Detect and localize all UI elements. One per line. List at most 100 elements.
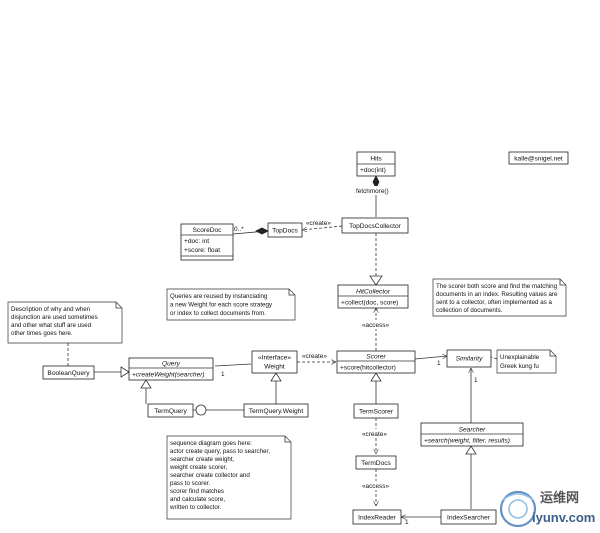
note-disjunction-line-4: other times goes here. (11, 330, 73, 337)
inner-class-circle (195, 404, 207, 416)
class-query: Query +createWeight(searcher) (128, 357, 214, 381)
note-sequence-line-1: sequence diagram goes here: (170, 440, 252, 447)
connectors: fetchmore() «create» 0..* «access» «crea… (67, 175, 498, 526)
note-sequence-line-4: weight create scorer, (169, 464, 227, 471)
class-searcher: Searcher +search(weight, filter, results… (420, 422, 524, 447)
class-hitcollector: HitCollector +collect(doc, score) (337, 284, 409, 309)
topdocscollector-name: TopDocsCollector (349, 223, 401, 230)
termqueryweight-name: TermQuery.Weight (249, 408, 304, 415)
note-sequence-line-5: searcher create collector and (170, 472, 250, 479)
class-indexreader: IndexReader (352, 509, 402, 525)
create-termdocs-bg (360, 429, 392, 438)
class-scoredoc: ScoreDoc +doc: int +score: float (180, 223, 234, 261)
termdocs-name: TermDocs (361, 460, 391, 467)
access-label-bg (360, 320, 392, 329)
note-sequence: sequence diagram goes here: actor create… (166, 435, 292, 520)
hitcollector-name: HitCollector (356, 289, 391, 296)
create-termdocs-label: «create» (362, 431, 387, 438)
class-termdocs: TermDocs (355, 455, 397, 470)
create-topdocs-line (302, 225, 343, 230)
note-disjunction-line-3: and other what stuff are used (11, 322, 92, 329)
note-scorer: The scorer both score and find the match… (432, 278, 567, 317)
weight-name: Weight (264, 364, 285, 371)
note-scorer-line-4: collection of documents. (436, 307, 503, 314)
note-disjunction: Description of why and when disjunction … (7, 301, 123, 344)
fetchmore-label: fetchmore() (356, 188, 389, 195)
class-topdocs: TopDocs (267, 222, 303, 238)
class-termscorer: TermScorer (353, 403, 399, 419)
note-sequence-line-6: pass to scorer. (170, 480, 211, 487)
class-weight: «Interface» Weight (251, 350, 298, 374)
termscorer-name: TermScorer (359, 409, 394, 416)
note-sequence-line-9: written to collector. (169, 504, 222, 511)
multiplicity-1-indexreader: 1 (405, 519, 409, 526)
fetchmore-bg (352, 186, 400, 195)
note-queries-line-3: or index to collect documents from. (170, 310, 266, 317)
note-sequence-line-8: and calculate score, (170, 496, 225, 503)
scoredoc-name: ScoreDoc (193, 227, 223, 234)
query-weight-line (214, 363, 252, 367)
weight-stereotype: «Interface» (258, 355, 291, 362)
watermark-site-cn: 运维网 (540, 490, 579, 505)
indexsearcher-generalization (465, 445, 477, 455)
email-text: kalle@snigel.net (514, 156, 563, 163)
topdocs-name: TopDocs (272, 228, 298, 235)
kungfu-note-anchor (490, 356, 498, 360)
termquery-generalization (140, 379, 152, 389)
note-kungfu-line-2: Greek kung fu (500, 363, 539, 370)
booleanquery-generalization (120, 366, 130, 378)
realization-triangle (369, 275, 383, 286)
class-booleanquery: BooleanQuery (42, 365, 95, 380)
scoredoc-attr-doc: +doc: int (184, 238, 209, 245)
note-sequence-line-2: actor create query, pass to searcher, (170, 448, 270, 455)
scorer-op: +score(hitcollector) (340, 365, 396, 372)
booleanquery-name: BooleanQuery (47, 370, 90, 377)
class-topdocscollector: TopDocsCollector (341, 217, 409, 234)
class-similarity: Similarity (446, 349, 492, 368)
note-scorer-line-2: documents in an index. Resulting values … (436, 291, 558, 298)
create-scorer-label: «create» (302, 353, 327, 360)
scoredoc-attr-score: +score: float (184, 247, 220, 254)
class-hits: Hits +doc(int) (356, 151, 396, 177)
hitcollector-op: +collect(doc, score) (341, 300, 398, 307)
scorer-name: Scorer (366, 354, 386, 361)
composition-diamond-2 (255, 227, 269, 235)
note-sequence-line-3: searcher create weight, (170, 456, 235, 463)
hits-name: Hits (370, 156, 382, 163)
note-sequence-line-7: scorer find matches (170, 488, 224, 495)
scorer-similarity-line (414, 356, 447, 360)
note-kungfu: Unexplainable Greek kung fu (496, 349, 557, 374)
searcher-name: Searcher (459, 427, 487, 434)
searcher-op: +search(weight, filter, results) (424, 438, 510, 445)
class-scorer: Scorer +score(hitcollector) (336, 350, 416, 374)
termquery-name: TermQuery (154, 408, 187, 415)
similarity-name: Similarity (456, 356, 483, 363)
access-indexreader-bg (360, 481, 392, 490)
multiplicity-1-searcher: 1 (474, 377, 478, 384)
multiplicity-1-query: 1 (221, 371, 225, 378)
class-indexsearcher: IndexSearcher (440, 509, 497, 525)
indexsearcher-name: IndexSearcher (447, 515, 491, 522)
class-termquery: TermQuery (147, 403, 194, 418)
note-disjunction-line-1: Description of why and when (11, 306, 91, 313)
watermark-site-url: iyunv.com (532, 510, 595, 525)
hits-op: +doc(int) (360, 167, 386, 174)
query-name: Query (162, 361, 181, 368)
tqweight-generalization (270, 372, 282, 382)
create-topdocs-label: «create» (306, 220, 331, 227)
query-op: +createWeight(searcher) (132, 372, 205, 379)
multiplicity-1-similarity: 1 (437, 360, 441, 367)
note-kungfu-line-1: Unexplainable (500, 354, 540, 361)
watermark-logo-icon (499, 490, 537, 528)
note-queries-line-2: a new Weight for each score strategy (170, 302, 273, 309)
note-queries-line-1: Queries are reused by instanciating (170, 293, 268, 300)
watermark: 运维网 iyunv.com (499, 490, 595, 528)
indexreader-name: IndexReader (358, 515, 397, 522)
access-indexreader-label: «access» (362, 483, 389, 490)
note-scorer-line-1: The scorer both score and find the match… (436, 283, 558, 290)
email-box: kalle@snigel.net (508, 151, 569, 165)
note-scorer-line-3: sent to a collector, often implemented a… (436, 299, 552, 306)
note-disjunction-line-2: disjunction are used sometimes (11, 314, 98, 321)
note-queries: Queries are reused by instanciating a ne… (166, 288, 296, 321)
